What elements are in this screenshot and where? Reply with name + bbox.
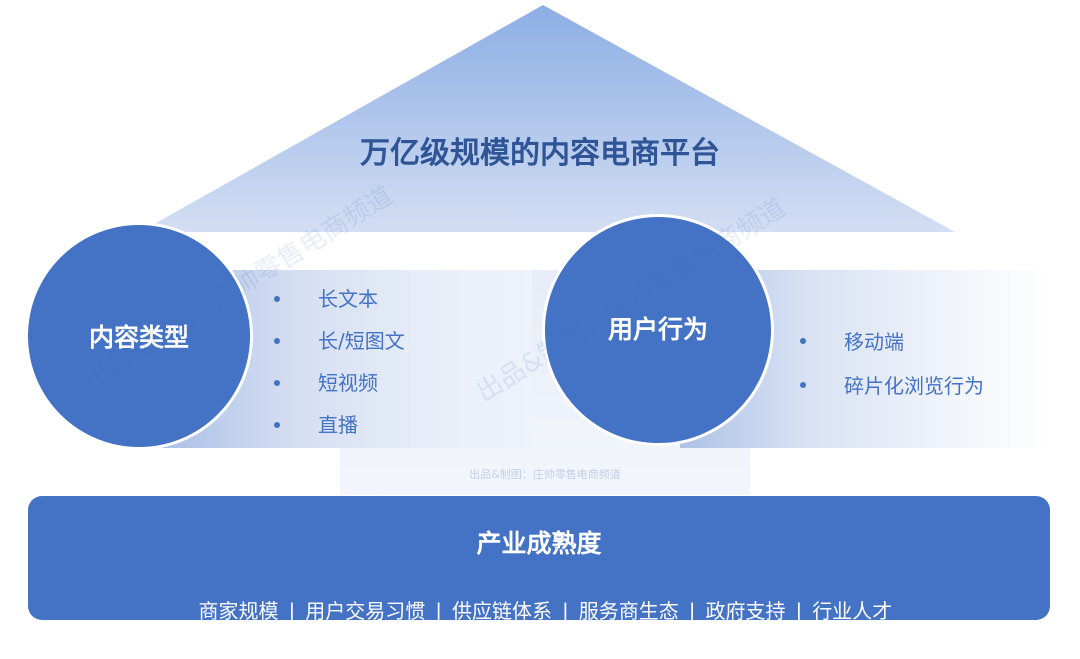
- bullet-icon: [274, 338, 280, 344]
- separator: |: [561, 599, 569, 623]
- content-type-circle: 内容类型: [25, 222, 253, 450]
- separator: |: [435, 599, 442, 623]
- bullet-icon: [274, 296, 280, 302]
- foundation-item: 政府支持: [705, 599, 786, 623]
- content-type-list: 长文本 长/短图文 短视频 直播: [270, 278, 405, 446]
- user-behavior-list: 移动端 碎片化浏览行为: [796, 320, 984, 408]
- separator: |: [688, 599, 696, 623]
- bullet-icon: [800, 382, 806, 388]
- separator: |: [795, 599, 803, 623]
- user-behavior-circle: 用户行为: [542, 214, 774, 446]
- list-item: 移动端: [796, 320, 984, 364]
- foundation-items: 商家规模 | 用户交易习惯 | 供应链体系 | 服务商生态 | 政府支持 | 行业人才: [28, 571, 1050, 624]
- foundation-item: 用户交易习惯: [305, 599, 426, 623]
- bullet-icon: [274, 422, 280, 428]
- foundation-title: 产业成熟度: [476, 529, 602, 558]
- roof-triangle: [140, 5, 955, 232]
- credit-caption: 出品&制图：庄帅零售电商频道: [469, 468, 621, 481]
- list-item: 短视频: [270, 362, 405, 404]
- foundation-item: 供应链体系: [451, 599, 552, 623]
- separator: |: [288, 599, 296, 623]
- foundation-bar: [28, 496, 1050, 620]
- content-type-label: 内容类型: [88, 323, 189, 352]
- list-item: 长/短图文: [270, 320, 405, 362]
- list-item: 长文本: [270, 278, 405, 320]
- user-behavior-label: 用户行为: [607, 315, 708, 344]
- bullet-icon: [800, 338, 806, 344]
- foundation-item: 行业人才: [812, 599, 893, 623]
- foundation-item: 商家规模: [198, 599, 279, 623]
- bullet-icon: [274, 380, 280, 386]
- list-item: 直播: [270, 404, 405, 446]
- foundation-item: 服务商生态: [578, 599, 679, 623]
- roof-title: 万亿级规模的内容电商平台: [360, 136, 720, 171]
- list-item: 碎片化浏览行为: [796, 364, 984, 408]
